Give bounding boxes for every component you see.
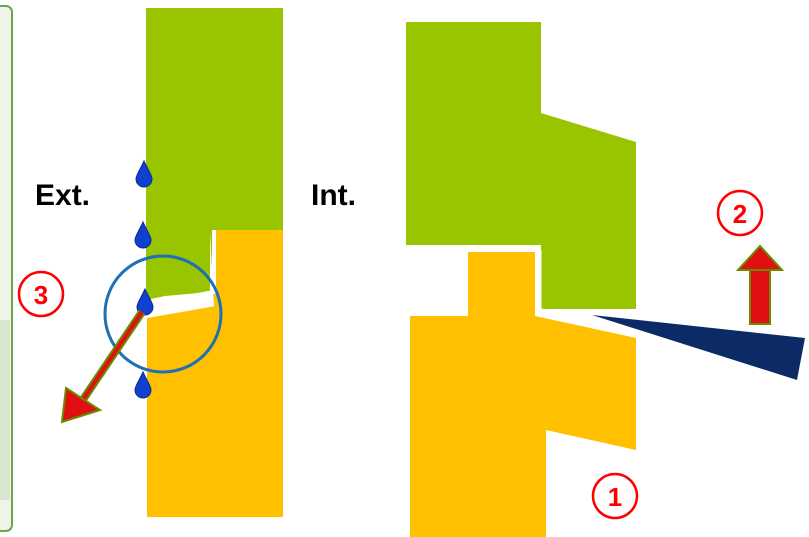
marker-ring	[716, 189, 764, 237]
marker-2: 2	[716, 189, 764, 237]
water-drops	[134, 159, 154, 399]
gap-wedge	[592, 315, 805, 380]
marker-1: 1	[591, 472, 639, 520]
detail-circle	[103, 254, 223, 374]
side-panel	[0, 5, 13, 532]
marker-ring	[17, 270, 65, 318]
left-assembly	[146, 8, 283, 517]
right-joint-gap	[538, 250, 593, 318]
water-drop-icon	[136, 287, 154, 316]
left-joint-gap	[149, 230, 216, 306]
left-upper-frame-lip	[146, 230, 210, 300]
left-lower-frame	[147, 230, 283, 517]
right-upper-frame	[406, 22, 636, 309]
exterior-label: Ext.	[35, 179, 90, 212]
marker-number: 1	[608, 482, 622, 512]
right-assembly	[406, 22, 805, 537]
water-drop-icon	[134, 370, 152, 399]
diagonal-down-left-arrow-icon	[60, 309, 146, 424]
up-arrow-icon	[735, 244, 785, 325]
left-lower-frame-sill	[147, 306, 216, 326]
side-panel-shade	[0, 320, 10, 500]
marker-number: 2	[733, 199, 747, 229]
marker-number: 3	[34, 280, 48, 310]
marker-ring	[591, 472, 639, 520]
left-upper-frame-body	[146, 8, 283, 230]
water-drop-icon	[135, 159, 153, 188]
water-drop-icon	[134, 220, 152, 249]
interior-label: Int.	[311, 179, 356, 212]
right-lower-frame	[410, 252, 636, 537]
marker-3: 3	[17, 270, 65, 318]
